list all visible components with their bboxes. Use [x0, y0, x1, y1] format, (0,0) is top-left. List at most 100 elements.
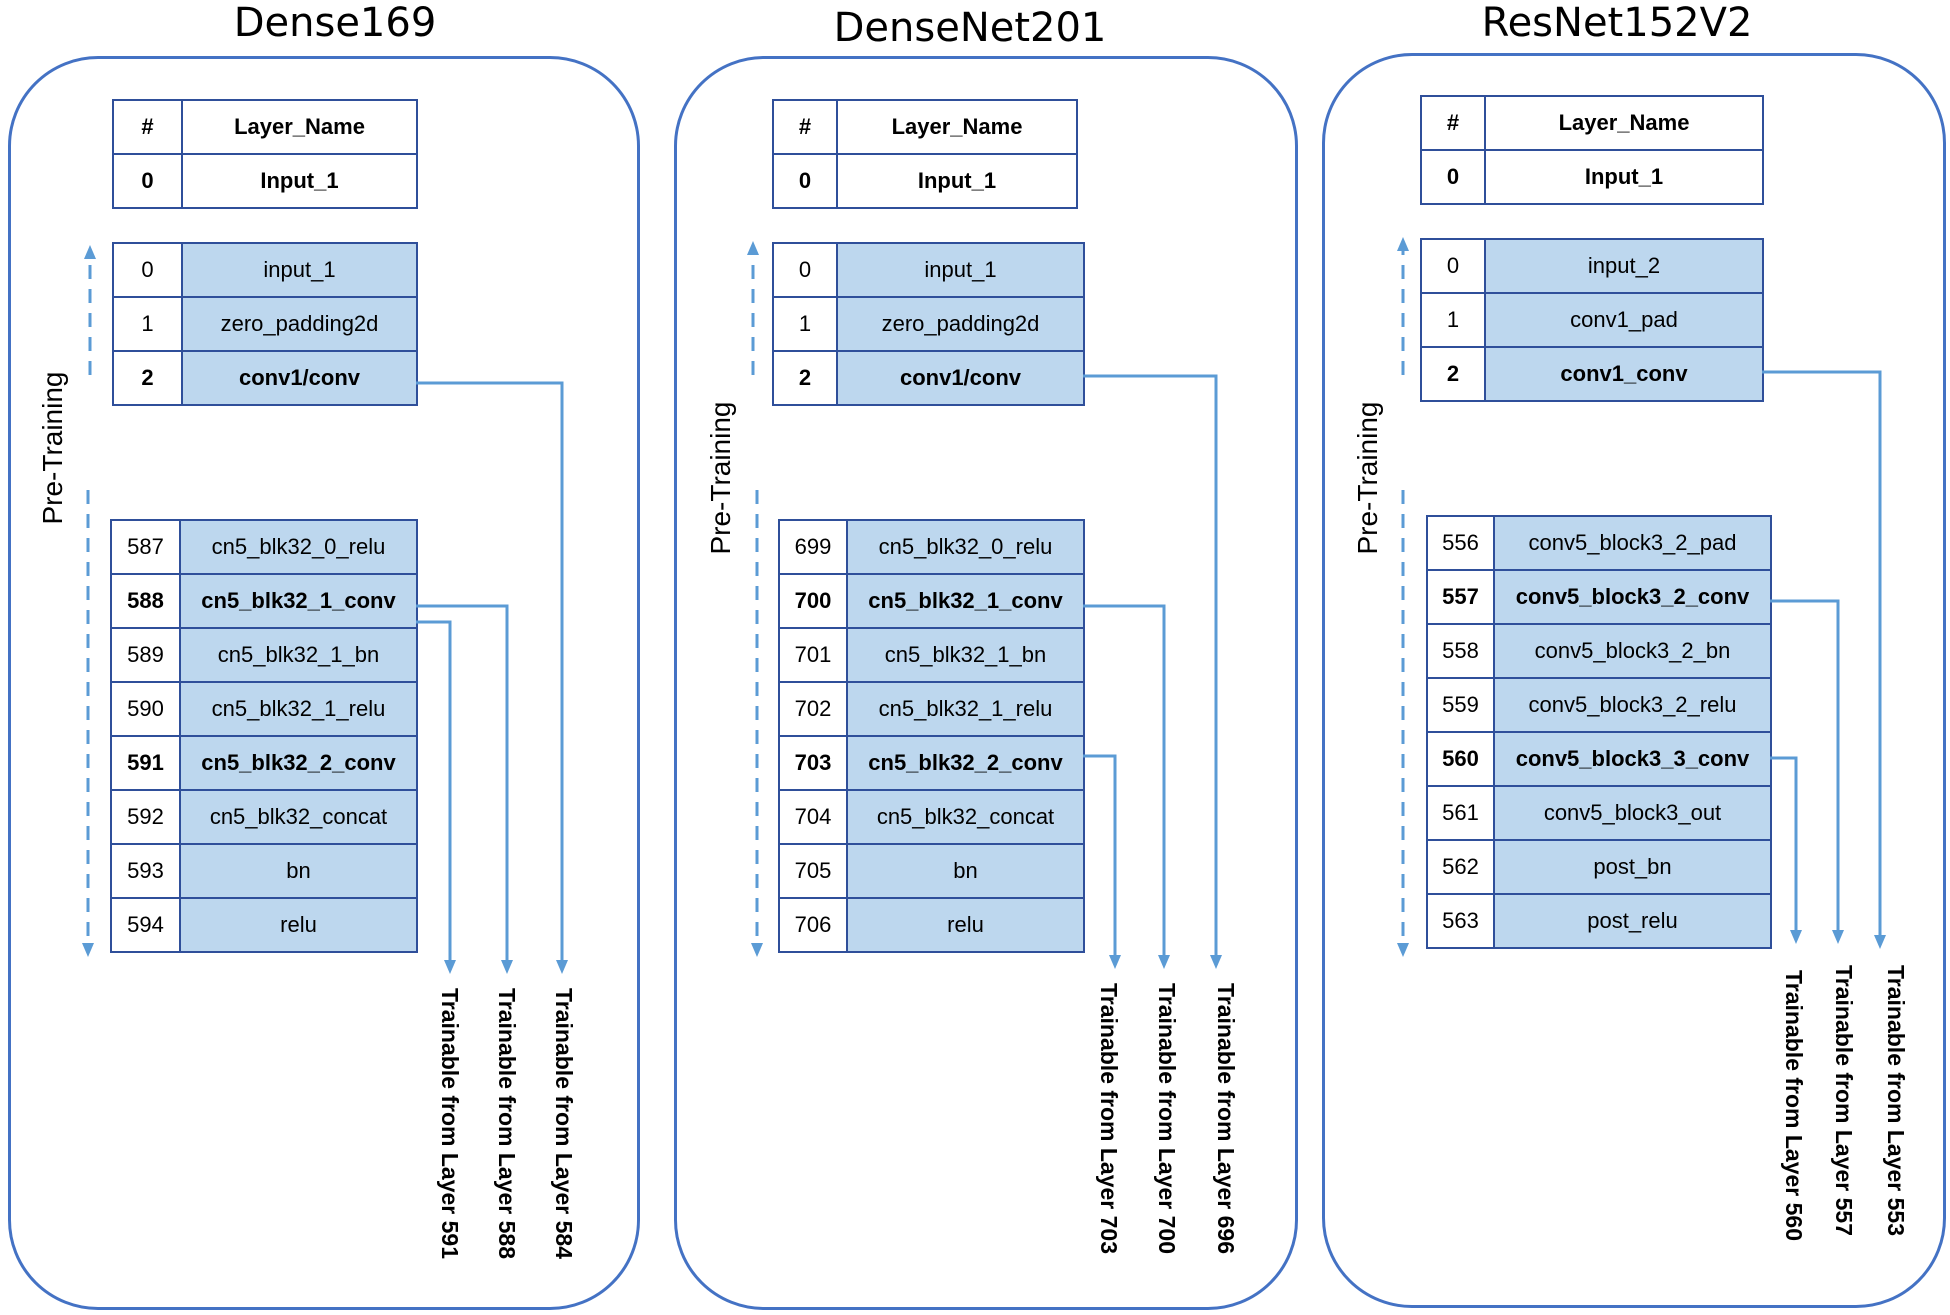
trainable-label: Trainable from Layer 696 — [1213, 983, 1239, 1255]
layer-index: 593 — [110, 843, 181, 899]
layer-name: input_1 — [181, 242, 418, 298]
header-row-idx: 0 — [112, 153, 183, 209]
layer-index: 699 — [778, 519, 848, 575]
header-name: Layer_Name — [1484, 95, 1764, 151]
layer-index: 558 — [1426, 623, 1495, 679]
layer-index: 705 — [778, 843, 848, 899]
layer-name: bn — [846, 843, 1085, 899]
layer-name: conv1_conv — [1484, 346, 1764, 402]
layer-name: cn5_blk32_1_bn — [846, 627, 1085, 683]
layer-index: 1 — [772, 296, 838, 352]
header-idx: # — [772, 99, 838, 155]
panel-title: Dense169 — [233, 0, 437, 46]
layer-name: conv1_pad — [1484, 292, 1764, 348]
layer-index: 559 — [1426, 677, 1495, 733]
layer-index: 557 — [1426, 569, 1495, 625]
layer-name: cn5_blk32_1_relu — [846, 681, 1085, 737]
panel-dense169 — [8, 56, 640, 1310]
layer-index: 1 — [1420, 292, 1486, 348]
layer-name: conv5_block3_3_conv — [1493, 731, 1772, 787]
layer-name: cn5_blk32_1_conv — [846, 573, 1085, 629]
panel-title: ResNet152V2 — [1481, 0, 1753, 46]
layer-name: conv5_block3_out — [1493, 785, 1772, 841]
layer-index: 560 — [1426, 731, 1495, 787]
layer-name: conv5_block3_2_bn — [1493, 623, 1772, 679]
layer-name: cn5_blk32_2_conv — [179, 735, 418, 791]
trainable-label: Trainable from Layer 703 — [1096, 983, 1122, 1255]
layer-name: input_2 — [1484, 238, 1764, 294]
pretraining-label: Pre-Training — [705, 401, 736, 555]
trainable-label: Trainable from Layer 553 — [1883, 965, 1909, 1237]
trainable-label: Trainable from Layer 557 — [1831, 965, 1857, 1237]
layer-index: 561 — [1426, 785, 1495, 841]
trainable-label: Trainable from Layer 700 — [1154, 983, 1180, 1255]
layer-index: 589 — [110, 627, 181, 683]
layer-index: 0 — [772, 242, 838, 298]
layer-index: 706 — [778, 897, 848, 953]
layer-index: 588 — [110, 573, 181, 629]
layer-name: cn5_blk32_1_conv — [179, 573, 418, 629]
layer-name: cn5_blk32_concat — [179, 789, 418, 845]
layer-name: cn5_blk32_concat — [846, 789, 1085, 845]
header-name: Layer_Name — [836, 99, 1078, 155]
layer-index: 704 — [778, 789, 848, 845]
layer-name: cn5_blk32_0_relu — [846, 519, 1085, 575]
header-row-name: Input_1 — [836, 153, 1078, 209]
layer-index: 556 — [1426, 515, 1495, 571]
layer-index: 591 — [110, 735, 181, 791]
header-row-name: Input_1 — [181, 153, 418, 209]
trainable-label: Trainable from Layer 560 — [1781, 970, 1807, 1242]
layer-name: cn5_blk32_1_relu — [179, 681, 418, 737]
panel-title: DenseNet201 — [833, 5, 1107, 51]
layer-index: 1 — [112, 296, 183, 352]
layer-name: zero_padding2d — [836, 296, 1085, 352]
layer-index: 562 — [1426, 839, 1495, 895]
layer-name: conv1/conv — [836, 350, 1085, 406]
layer-index: 703 — [778, 735, 848, 791]
layer-index: 2 — [772, 350, 838, 406]
layer-name: cn5_blk32_1_bn — [179, 627, 418, 683]
header-idx: # — [112, 99, 183, 155]
layer-index: 700 — [778, 573, 848, 629]
layer-name: conv5_block3_2_relu — [1493, 677, 1772, 733]
layer-index: 0 — [112, 242, 183, 298]
layer-index: 590 — [110, 681, 181, 737]
layer-name: bn — [179, 843, 418, 899]
layer-index: 0 — [1420, 238, 1486, 294]
layer-index: 2 — [1420, 346, 1486, 402]
layer-name: conv5_block3_2_conv — [1493, 569, 1772, 625]
layer-name: post_relu — [1493, 893, 1772, 949]
layer-name: cn5_blk32_0_relu — [179, 519, 418, 575]
layer-name: conv5_block3_2_pad — [1493, 515, 1772, 571]
trainable-label: Trainable from Layer 591 — [437, 988, 463, 1260]
